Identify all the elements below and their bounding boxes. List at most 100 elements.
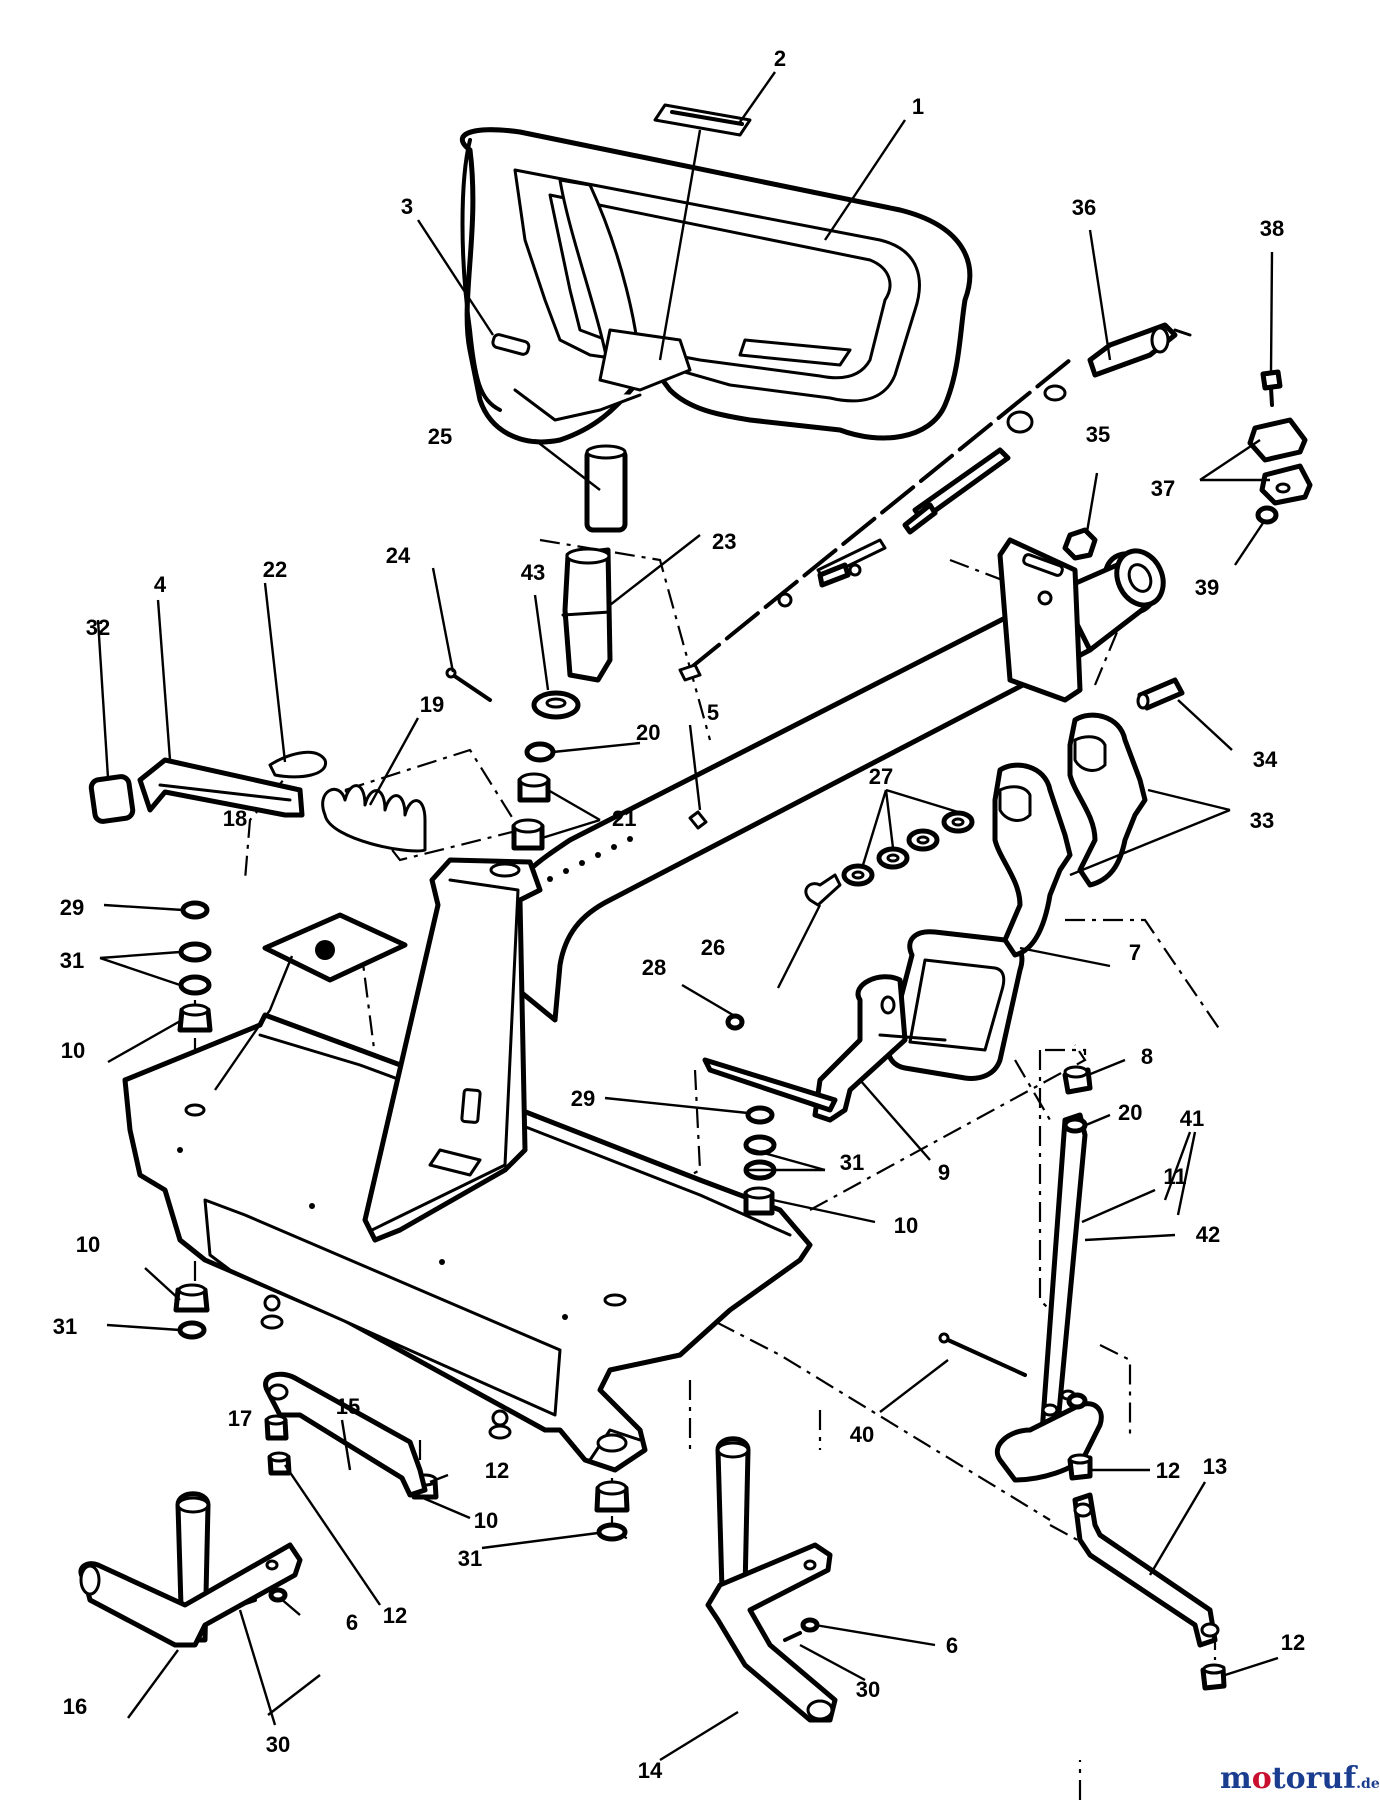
throttle-cable (678, 322, 1192, 682)
emblem-plate (653, 103, 752, 361)
decal-18 (262, 912, 408, 983)
bushing-12-left (264, 1414, 292, 1476)
washer-28 (725, 1013, 745, 1031)
watermark-m: m (1220, 1761, 1252, 1796)
callout-14: 14 (638, 1758, 663, 1783)
callout-13: 13 (1203, 1454, 1227, 1479)
bolt-6-right (800, 1617, 820, 1633)
callout-9: 9 (938, 1160, 950, 1185)
callout-3: 3 (401, 194, 413, 219)
callout-17: 17 (228, 1406, 252, 1431)
callout-42: 42 (1196, 1222, 1220, 1247)
callout-19: 19 (420, 692, 444, 717)
callout-30-right: 30 (856, 1677, 880, 1702)
callout-5: 5 (707, 700, 719, 725)
callout-12-c: 12 (1156, 1458, 1180, 1483)
left-spindle-bushings (177, 900, 213, 1033)
callout-4: 4 (154, 572, 167, 597)
callout-15: 15 (336, 1394, 360, 1419)
callout-37: 37 (1151, 476, 1175, 501)
washer-20-right (1062, 1116, 1088, 1134)
callout-6-left: 6 (346, 1610, 358, 1635)
spindle-14 (705, 1436, 838, 1723)
callout-7: 7 (1129, 940, 1141, 965)
callout-27: 27 (869, 764, 893, 789)
svg-text:motoruf.de: motoruf.de (1220, 1761, 1380, 1796)
washer-20-upper (524, 741, 556, 763)
bolt-6-left (268, 1587, 288, 1603)
callout-43: 43 (521, 560, 545, 585)
callout-39: 39 (1195, 575, 1219, 600)
steering-wheel (460, 127, 973, 445)
watermark-o: o (1252, 1761, 1272, 1796)
center-bushings (743, 1105, 777, 1216)
nuts-41-42 (1060, 1389, 1088, 1410)
watermark-suffix: .de (1356, 1776, 1380, 1792)
callout-33: 33 (1250, 808, 1274, 833)
roll-pin-3 (491, 333, 531, 356)
callout-26: 26 (701, 935, 725, 960)
callout-36: 36 (1072, 195, 1096, 220)
pedal-pad-7 (885, 929, 1025, 1081)
callout-34: 34 (1253, 747, 1278, 772)
callout-labels: 1 2 3 4 5 6 6 7 8 9 10 10 10 10 11 12 12… (53, 46, 1305, 1783)
callout-29-center: 29 (571, 1086, 595, 1111)
washer-43 (531, 690, 581, 720)
callout-35: 35 (1086, 422, 1110, 447)
watermark-rest: toruf (1272, 1761, 1358, 1796)
bushing-21 (511, 772, 551, 851)
callout-32: 32 (86, 615, 110, 640)
watermark: motoruf.de (1220, 1761, 1380, 1796)
cotter-pin-24 (445, 667, 492, 702)
knob-32 (88, 774, 136, 824)
callout-11: 11 (1163, 1164, 1186, 1189)
rod-4 (137, 757, 305, 818)
pin-5 (547, 810, 708, 882)
callout-31-center: 31 (840, 1150, 864, 1175)
frame-lugs (260, 1314, 512, 1440)
callout-16: 16 (63, 1694, 87, 1719)
spring-19 (321, 784, 427, 853)
callout-8: 8 (1141, 1044, 1153, 1069)
clip-22 (268, 750, 327, 779)
clamp-37 (1247, 417, 1313, 506)
nut-39 (1255, 505, 1279, 525)
steering-arm-11 (995, 1112, 1104, 1483)
callout-10-upper-left: 10 (61, 1038, 85, 1063)
callout-2: 2 (774, 46, 786, 71)
bushing-25 (584, 444, 628, 533)
leader-lines (96, 71, 1279, 1762)
callout-20-upper: 20 (636, 720, 660, 745)
nut-35 (1062, 527, 1098, 561)
spindle-16 (78, 1491, 303, 1648)
bolt-40 (938, 1332, 1027, 1377)
bushing-12-right (1067, 1453, 1093, 1481)
callout-12-a: 12 (485, 1458, 509, 1483)
washers-27 (841, 810, 975, 887)
callout-6-right: 6 (946, 1633, 958, 1658)
callout-24: 24 (386, 543, 411, 568)
tie-rod-13 (1072, 1492, 1220, 1648)
cotter-30-left (238, 1598, 257, 1607)
callout-12-b: 12 (383, 1603, 407, 1628)
callout-21: 21 (612, 806, 636, 831)
callout-1: 1 (912, 94, 924, 119)
hairpin-26 (804, 873, 842, 907)
tube-bracket (997, 537, 1083, 703)
callout-18: 18 (223, 806, 247, 831)
pedal-arm-9 (702, 974, 947, 1123)
callout-12-d: 12 (1281, 1630, 1305, 1655)
callout-30-left: 30 (266, 1732, 290, 1757)
callout-41: 41 (1180, 1106, 1204, 1131)
column-bracket (362, 857, 543, 1243)
cotter-30-right (783, 1631, 802, 1642)
callout-38: 38 (1260, 216, 1284, 241)
callout-20-right: 20 (1118, 1100, 1142, 1125)
callout-31-bottom: 31 (458, 1546, 482, 1571)
callout-10-lower-left: 10 (76, 1232, 100, 1257)
cap-8 (1062, 1065, 1093, 1095)
callout-25: 25 (428, 424, 452, 449)
callout-10-center: 10 (894, 1213, 918, 1238)
callout-23: 23 (712, 529, 736, 554)
